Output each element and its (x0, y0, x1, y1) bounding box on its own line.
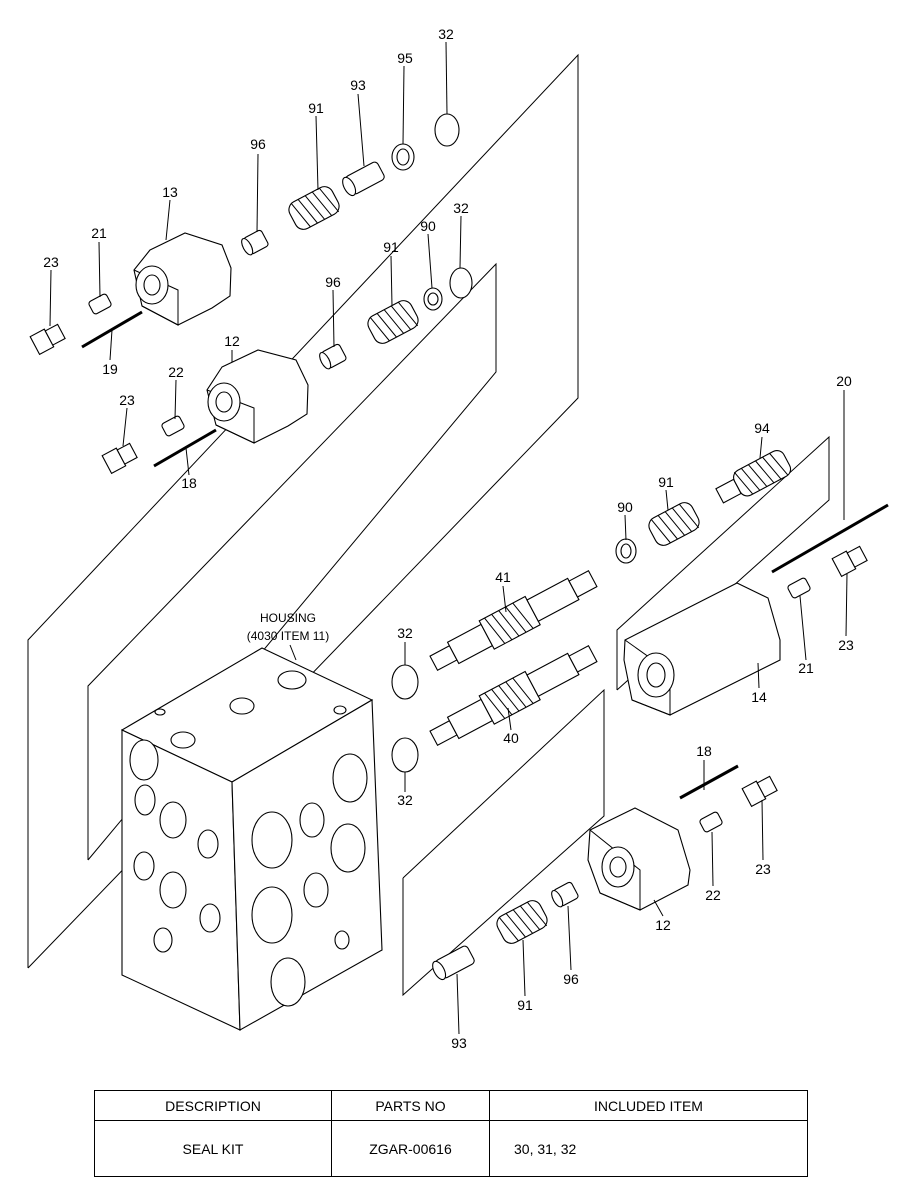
callout-leaders (49, 41, 848, 1035)
plug-23-d (741, 775, 778, 808)
callout-label: 14 (751, 689, 767, 705)
bolt-20 (771, 503, 889, 574)
callout-label: 23 (43, 254, 59, 270)
callout-label: 91 (658, 474, 674, 490)
callout-label: 32 (397, 625, 413, 641)
ring-90-b-inner (620, 543, 632, 559)
callout-label: 40 (503, 730, 519, 746)
spring-91-b (367, 300, 419, 344)
sleeve-93-a (342, 161, 385, 197)
plug-23-a (29, 323, 66, 356)
housing-label-line2: (4030 ITEM 11) (247, 629, 329, 643)
housing-block (120, 647, 383, 1031)
spring-91-c (648, 502, 700, 546)
callout-label: 32 (453, 200, 469, 216)
plug-23-b (101, 442, 138, 475)
ring-95-inner (396, 148, 410, 166)
callout-label: 96 (325, 274, 341, 290)
part-12-cap-lower (587, 807, 691, 911)
header-parts-no: PARTS NO (331, 1090, 490, 1121)
callout-label: 90 (420, 218, 436, 234)
sleeve-93-b (432, 945, 475, 981)
cell-description: SEAL KIT (94, 1120, 332, 1177)
plug-22-b (699, 811, 723, 833)
o-ring-32-a (434, 113, 460, 147)
callout-label: 23 (119, 392, 135, 408)
callout-label: 41 (495, 569, 511, 585)
callout-label: 23 (755, 861, 771, 877)
callout-label: 20 (836, 373, 852, 389)
callout-label: 91 (308, 100, 324, 116)
o-ring-32-b (449, 267, 473, 299)
exploded-parts-diagram: HOUSING (4030 ITEM 11) 32 95 93 91 96 13… (27, 26, 889, 1051)
stopper-96-a (241, 229, 269, 256)
callout-label: 23 (838, 637, 854, 653)
callout-label: 91 (517, 997, 533, 1013)
callout-label: 93 (350, 77, 366, 93)
plug-23-c (831, 545, 868, 578)
spring-94 (715, 450, 792, 504)
cell-parts-no: ZGAR-00616 (331, 1120, 490, 1177)
stopper-96-b (319, 343, 347, 370)
spring-91-d (496, 900, 548, 944)
spool-41 (429, 569, 598, 671)
callout-label: 96 (563, 971, 579, 987)
callout-label: 90 (617, 499, 633, 515)
callout-label: 95 (397, 50, 413, 66)
assembly-outline-lines (27, 53, 830, 997)
callout-label: 21 (91, 225, 107, 241)
callout-label: 22 (168, 364, 184, 380)
ring-90-a-inner (427, 292, 439, 306)
plug-21-a (88, 293, 112, 315)
plug-21-b (787, 577, 811, 599)
spring-91-a (288, 186, 340, 230)
housing-label-line1: HOUSING (260, 611, 316, 625)
part-13-cap (133, 232, 232, 326)
stopper-96-c (551, 881, 579, 908)
plug-22-a (161, 415, 185, 437)
o-ring-32-c (391, 664, 419, 700)
part-12-cap-upper (206, 349, 309, 444)
o-ring-32-d (391, 737, 419, 773)
callout-label: 22 (705, 887, 721, 903)
callout-labels: 32 95 93 91 96 13 21 23 19 32 90 91 96 1… (43, 26, 854, 1051)
callout-label: 12 (655, 917, 671, 933)
table-row: SEAL KIT ZGAR-00616 30, 31, 32 (94, 1120, 808, 1177)
callout-label: 18 (696, 743, 712, 759)
callout-label: 32 (438, 26, 454, 42)
header-description: DESCRIPTION (94, 1090, 332, 1121)
callout-label: 21 (798, 660, 814, 676)
callout-label: 13 (162, 184, 178, 200)
callout-label: 18 (181, 475, 197, 491)
housing-leader (289, 644, 297, 661)
callout-label: 93 (451, 1035, 467, 1051)
part-14-cap (623, 582, 781, 716)
callout-label: 19 (102, 361, 118, 377)
callout-label: 32 (397, 792, 413, 808)
bolt-18-b (679, 764, 739, 800)
table-header-row: DESCRIPTION PARTS NO INCLUDED ITEM (94, 1090, 808, 1121)
cell-included-item: 30, 31, 32 (489, 1120, 808, 1177)
callout-label: 96 (250, 136, 266, 152)
bolt-18-a (153, 428, 217, 468)
callout-label: 94 (754, 420, 770, 436)
header-included-item: INCLUDED ITEM (489, 1090, 808, 1121)
callout-label: 12 (224, 333, 240, 349)
seal-kit-table: DESCRIPTION PARTS NO INCLUDED ITEM SEAL … (94, 1090, 808, 1177)
bolt-19 (81, 310, 143, 349)
callout-label: 91 (383, 239, 399, 255)
spool-40 (429, 644, 598, 746)
